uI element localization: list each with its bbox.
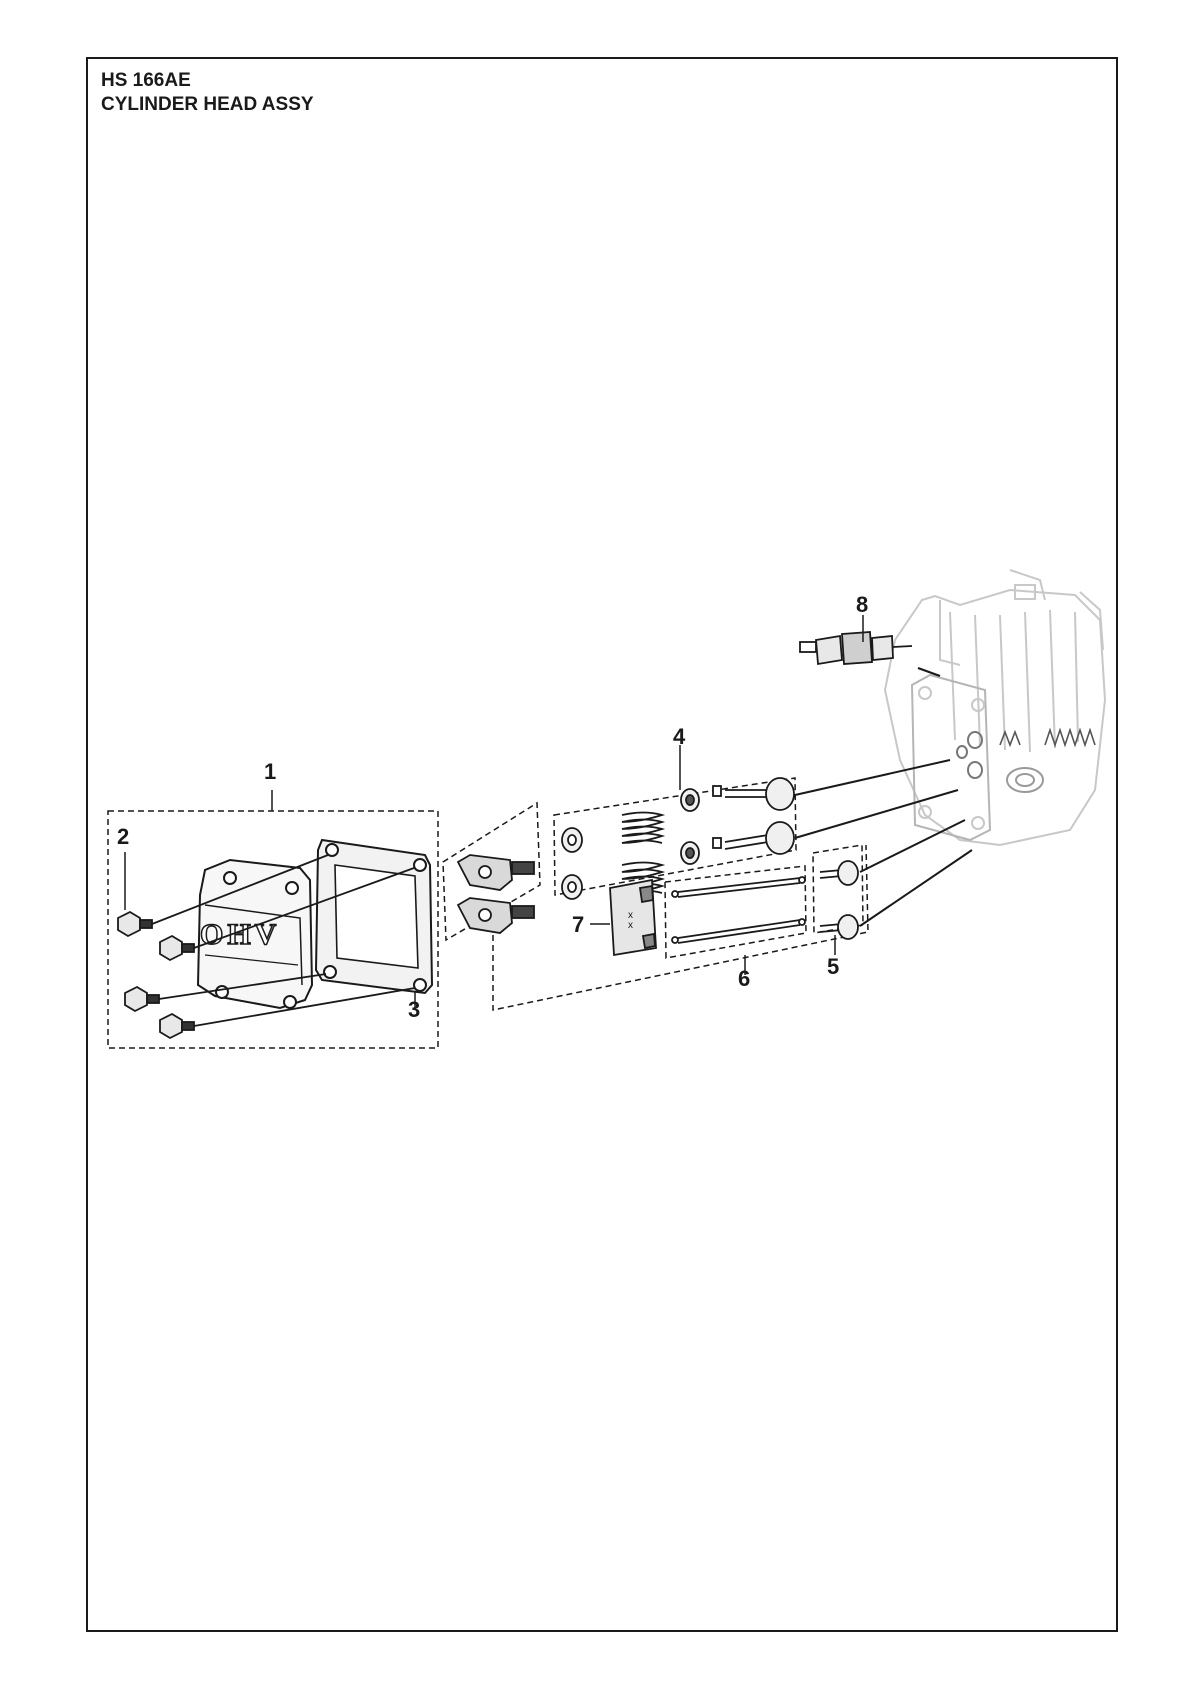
rocker-arms bbox=[456, 854, 535, 934]
callout-leaders bbox=[124, 615, 864, 1010]
cover-gasket bbox=[314, 838, 434, 995]
callout-3: 3 bbox=[408, 997, 420, 1022]
push-rod-guide-plate: x x bbox=[609, 878, 657, 957]
push-rods bbox=[671, 876, 806, 944]
svg-text:x: x bbox=[628, 910, 633, 921]
callout-7: 7 bbox=[572, 912, 584, 937]
assembly-name: CYLINDER HEAD ASSY bbox=[101, 94, 314, 115]
rocker-arm-lower bbox=[456, 897, 535, 934]
tappets-box bbox=[812, 844, 864, 934]
bolt-2 bbox=[159, 867, 415, 962]
callout-4: 4 bbox=[673, 724, 686, 749]
assembly-leader-lines bbox=[794, 759, 973, 927]
bolt-3 bbox=[124, 973, 327, 1013]
bolt-1 bbox=[117, 854, 329, 938]
tappets bbox=[819, 860, 859, 940]
valve-springs bbox=[621, 811, 666, 894]
callout-2: 2 bbox=[117, 824, 129, 849]
callout-6: 6 bbox=[738, 966, 750, 991]
bolt-4 bbox=[159, 987, 416, 1040]
svg-text:x: x bbox=[628, 920, 633, 931]
cover-bolts bbox=[117, 854, 416, 1040]
rocker-cover: OHV bbox=[196, 858, 314, 1010]
callout-5: 5 bbox=[827, 954, 839, 979]
valve-seals bbox=[680, 788, 700, 865]
rocker-arm-upper bbox=[456, 854, 535, 891]
valve-train-parts bbox=[561, 777, 795, 900]
callout-8: 8 bbox=[856, 592, 868, 617]
callout-1: 1 bbox=[264, 759, 276, 784]
rocker-arm-group-box bbox=[442, 801, 869, 1011]
ohv-emboss: OHV bbox=[200, 918, 280, 951]
group-box-1 bbox=[107, 810, 439, 1049]
push-rod-box bbox=[664, 865, 807, 959]
valve-retainers bbox=[561, 827, 583, 900]
cylinder-block bbox=[883, 569, 1107, 847]
page-title: HS 166AE CYLINDER HEAD ASSY bbox=[101, 69, 314, 117]
model-number: HS 166AE bbox=[101, 70, 191, 91]
valves bbox=[712, 777, 795, 855]
spark-plug bbox=[799, 631, 941, 678]
callout-labels: 1 2 3 4 5 6 7 8 bbox=[117, 592, 868, 1022]
page-frame bbox=[86, 57, 1118, 1632]
